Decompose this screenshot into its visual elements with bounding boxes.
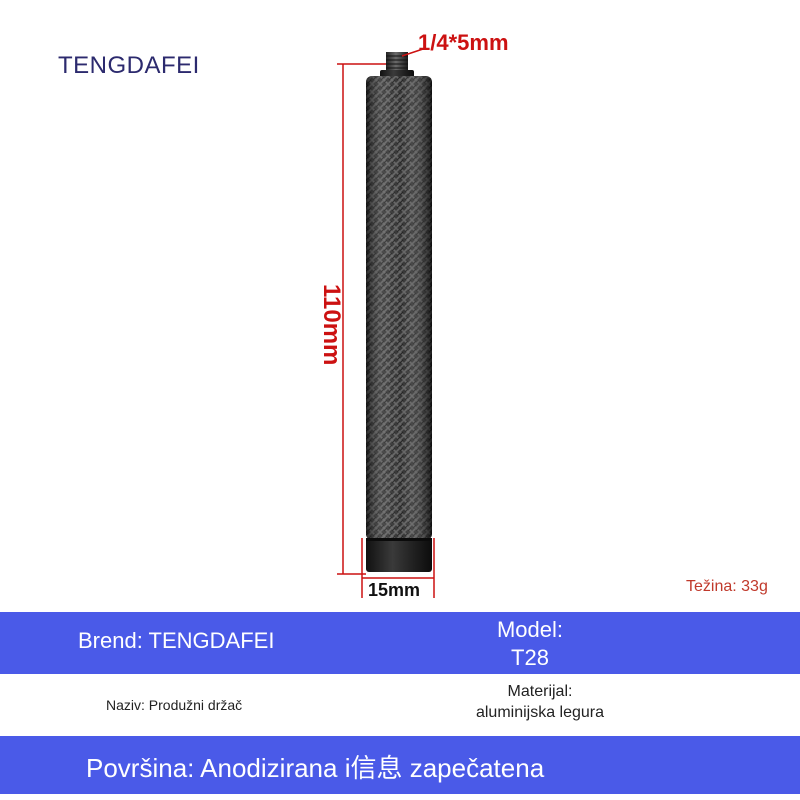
spec-material: Materijal: aluminijska legura — [440, 681, 640, 723]
spec-row-surface: Površina: Anodizirana i信息 zapečatena — [0, 736, 800, 794]
brand-logo: TENGDAFEI — [58, 52, 200, 79]
spec-model-value: T28 — [511, 645, 549, 670]
spec-brand: Brend: TENGDAFEI — [78, 628, 275, 653]
spec-row-name-material: Naziv: Produžni držač Materijal: alumini… — [0, 676, 800, 734]
knurled-rod-body — [366, 76, 432, 540]
weight-label: Težina: 33g — [686, 578, 768, 595]
spec-model-label: Model: — [496, 617, 564, 642]
rod-bottom-cap — [366, 538, 432, 572]
length-dimension-label: 110mm — [318, 284, 345, 366]
spec-material-label: Materijal: — [507, 683, 573, 700]
screw-thread — [386, 52, 408, 72]
spec-row-brand-model: Brend: TENGDAFEI Model: T28 — [0, 612, 800, 674]
spec-material-value: aluminijska legura — [475, 704, 605, 721]
screw-dimension-label: 1/4*5mm — [418, 30, 509, 55]
spec-name: Naziv: Produžni držač — [106, 697, 243, 713]
product-image: 1/4*5mm 110mm 15mm — [318, 30, 509, 600]
spec-surface: Površina: Anodizirana i信息 zapečatena — [86, 753, 545, 783]
extension-rod-illustration — [337, 47, 435, 598]
width-dimension-label: 15mm — [368, 580, 421, 600]
dimension-lines — [337, 47, 435, 598]
spec-model: Model: T28 — [460, 616, 600, 672]
